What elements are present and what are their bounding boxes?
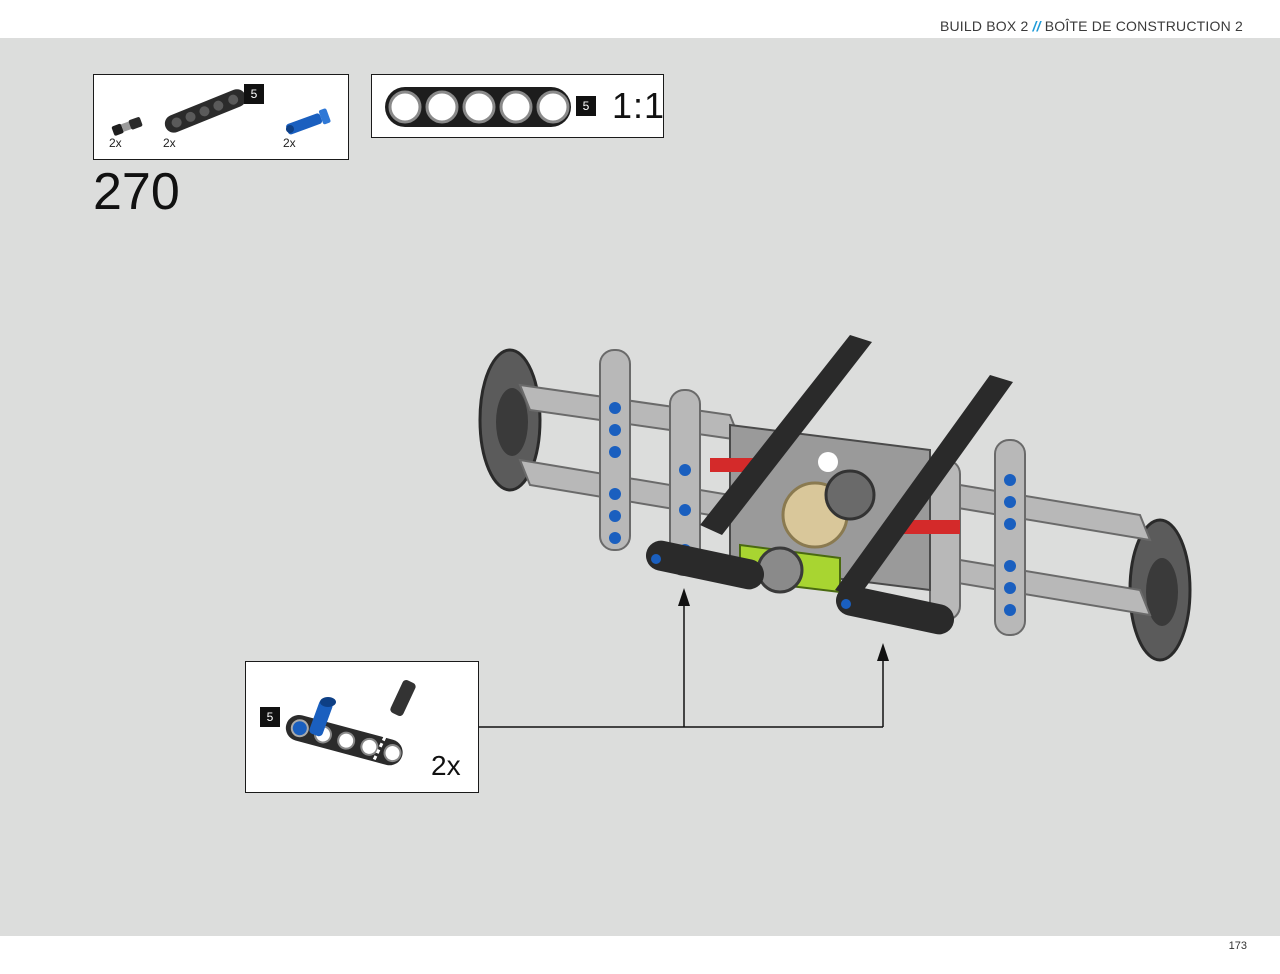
parts-beam-badge: 5 — [244, 84, 264, 104]
long-beam-1 — [700, 335, 872, 535]
page-header: BUILD BOX 2//BOÎTE DE CONSTRUCTION 2 — [0, 0, 1280, 38]
pin-with-bushing-icon — [111, 117, 143, 136]
beam-1to1-icon — [385, 87, 571, 127]
build-box-title: BUILD BOX 2//BOÎTE DE CONSTRUCTION 2 — [940, 18, 1243, 34]
long-beam-2 — [835, 375, 1013, 598]
technic-beam-icon — [164, 89, 246, 133]
step-number: 270 — [93, 163, 180, 221]
page-footer: 173 — [0, 936, 1280, 974]
subassembly-beam-icon — [285, 680, 416, 766]
subassembly-qty: 2x — [431, 750, 461, 781]
chassis-model-illustration — [478, 335, 1192, 662]
page-number: 173 — [1228, 940, 1247, 952]
subassembly-beam-badge: 5 — [260, 707, 280, 727]
build-box-label-en: BUILD BOX 2 — [939, 18, 1029, 34]
build-box-label-fr: BOÎTE DE CONSTRUCTION 2 — [1044, 18, 1243, 34]
parts-item-qty-3: 2x — [283, 136, 296, 150]
scale-beam-badge: 5 — [576, 96, 596, 116]
scale-ratio: 1:1 — [612, 85, 666, 126]
parts-item-qty-1: 2x — [109, 136, 122, 150]
parts-list-box: 2x 5 2x 2x — [93, 74, 349, 160]
lower-beam-right — [835, 585, 955, 635]
parts-item-qty-2: 2x — [163, 136, 176, 150]
scale-callout-box: 5 1:1 — [371, 74, 664, 138]
lower-beam-left — [645, 540, 765, 590]
blue-axle-pin-icon — [285, 108, 331, 135]
header-separator: // — [1032, 18, 1041, 34]
subassembly-box: 5 2x — [245, 661, 479, 793]
